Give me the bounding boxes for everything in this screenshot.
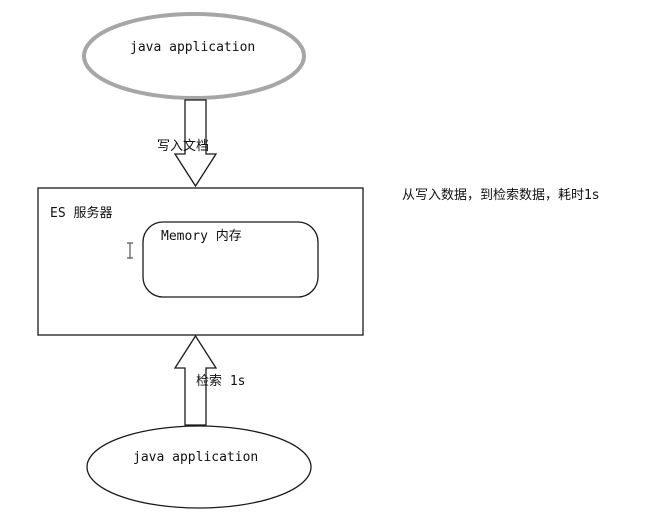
- memory-label: Memory 内存: [161, 229, 242, 244]
- read-arrow-label: 检索 1s: [196, 374, 246, 389]
- bottom-java-application-node: [86, 425, 312, 509]
- text-cursor-icon: [127, 242, 133, 259]
- es-server-label: ES 服务器: [50, 206, 113, 221]
- top-java-application-node: [82, 12, 306, 100]
- write-arrow: [173, 99, 218, 188]
- top-node-label: java application: [130, 40, 256, 55]
- bottom-node-label: java application: [133, 450, 259, 465]
- side-note: 从写入数据，到检索数据，耗时1s: [402, 188, 600, 203]
- write-arrow-label: 写入文档: [157, 139, 210, 154]
- read-arrow: [173, 334, 218, 426]
- memory-box: [142, 221, 319, 298]
